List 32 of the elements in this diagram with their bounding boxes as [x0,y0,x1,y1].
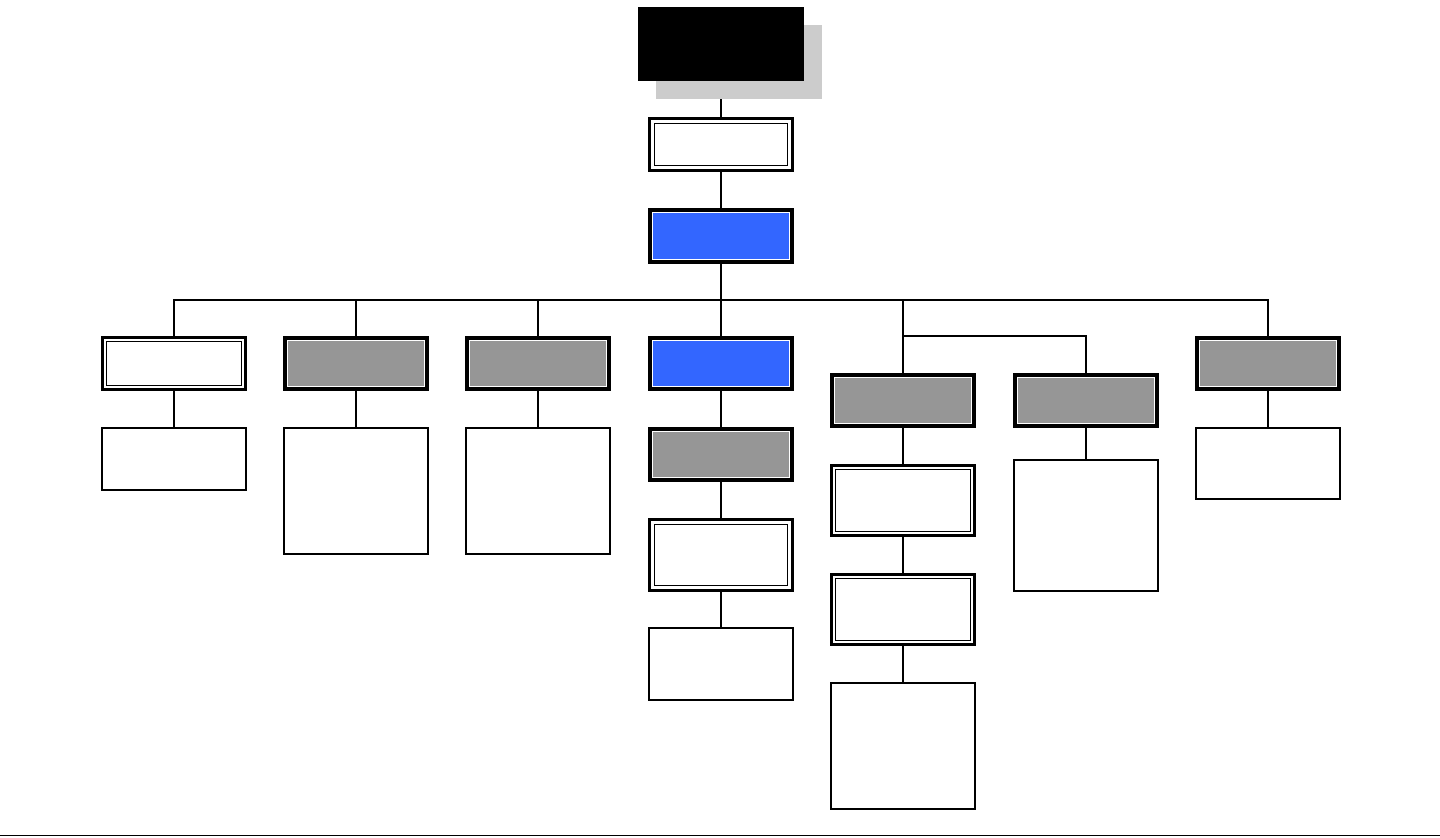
connector-line [902,427,904,465]
connector-line [720,591,722,628]
connector-line [173,390,175,428]
connector-line [720,481,722,519]
org-box [465,427,611,555]
org-box [648,627,794,701]
org-box [648,117,794,172]
connector-line [720,171,722,209]
connector-line [902,536,904,574]
connector-line [1267,390,1269,428]
connector-line [1085,427,1087,460]
org-box [830,573,976,646]
org-box [648,427,794,482]
org-box [830,373,976,428]
org-box [101,336,247,391]
org-box [465,336,611,391]
org-box [1195,427,1341,500]
org-box [648,518,794,592]
org-box [648,208,794,264]
connector-line [902,645,904,683]
connector-line [720,390,722,428]
org-box [1013,459,1159,592]
connector-line [537,390,539,428]
org-box [1013,373,1159,428]
org-box [283,336,429,391]
org-box [830,682,976,810]
org-box [648,336,794,391]
org-box [101,427,247,491]
org-box [1195,336,1341,391]
connector-line [355,390,357,428]
org-box [283,427,429,555]
org-box [830,464,976,537]
